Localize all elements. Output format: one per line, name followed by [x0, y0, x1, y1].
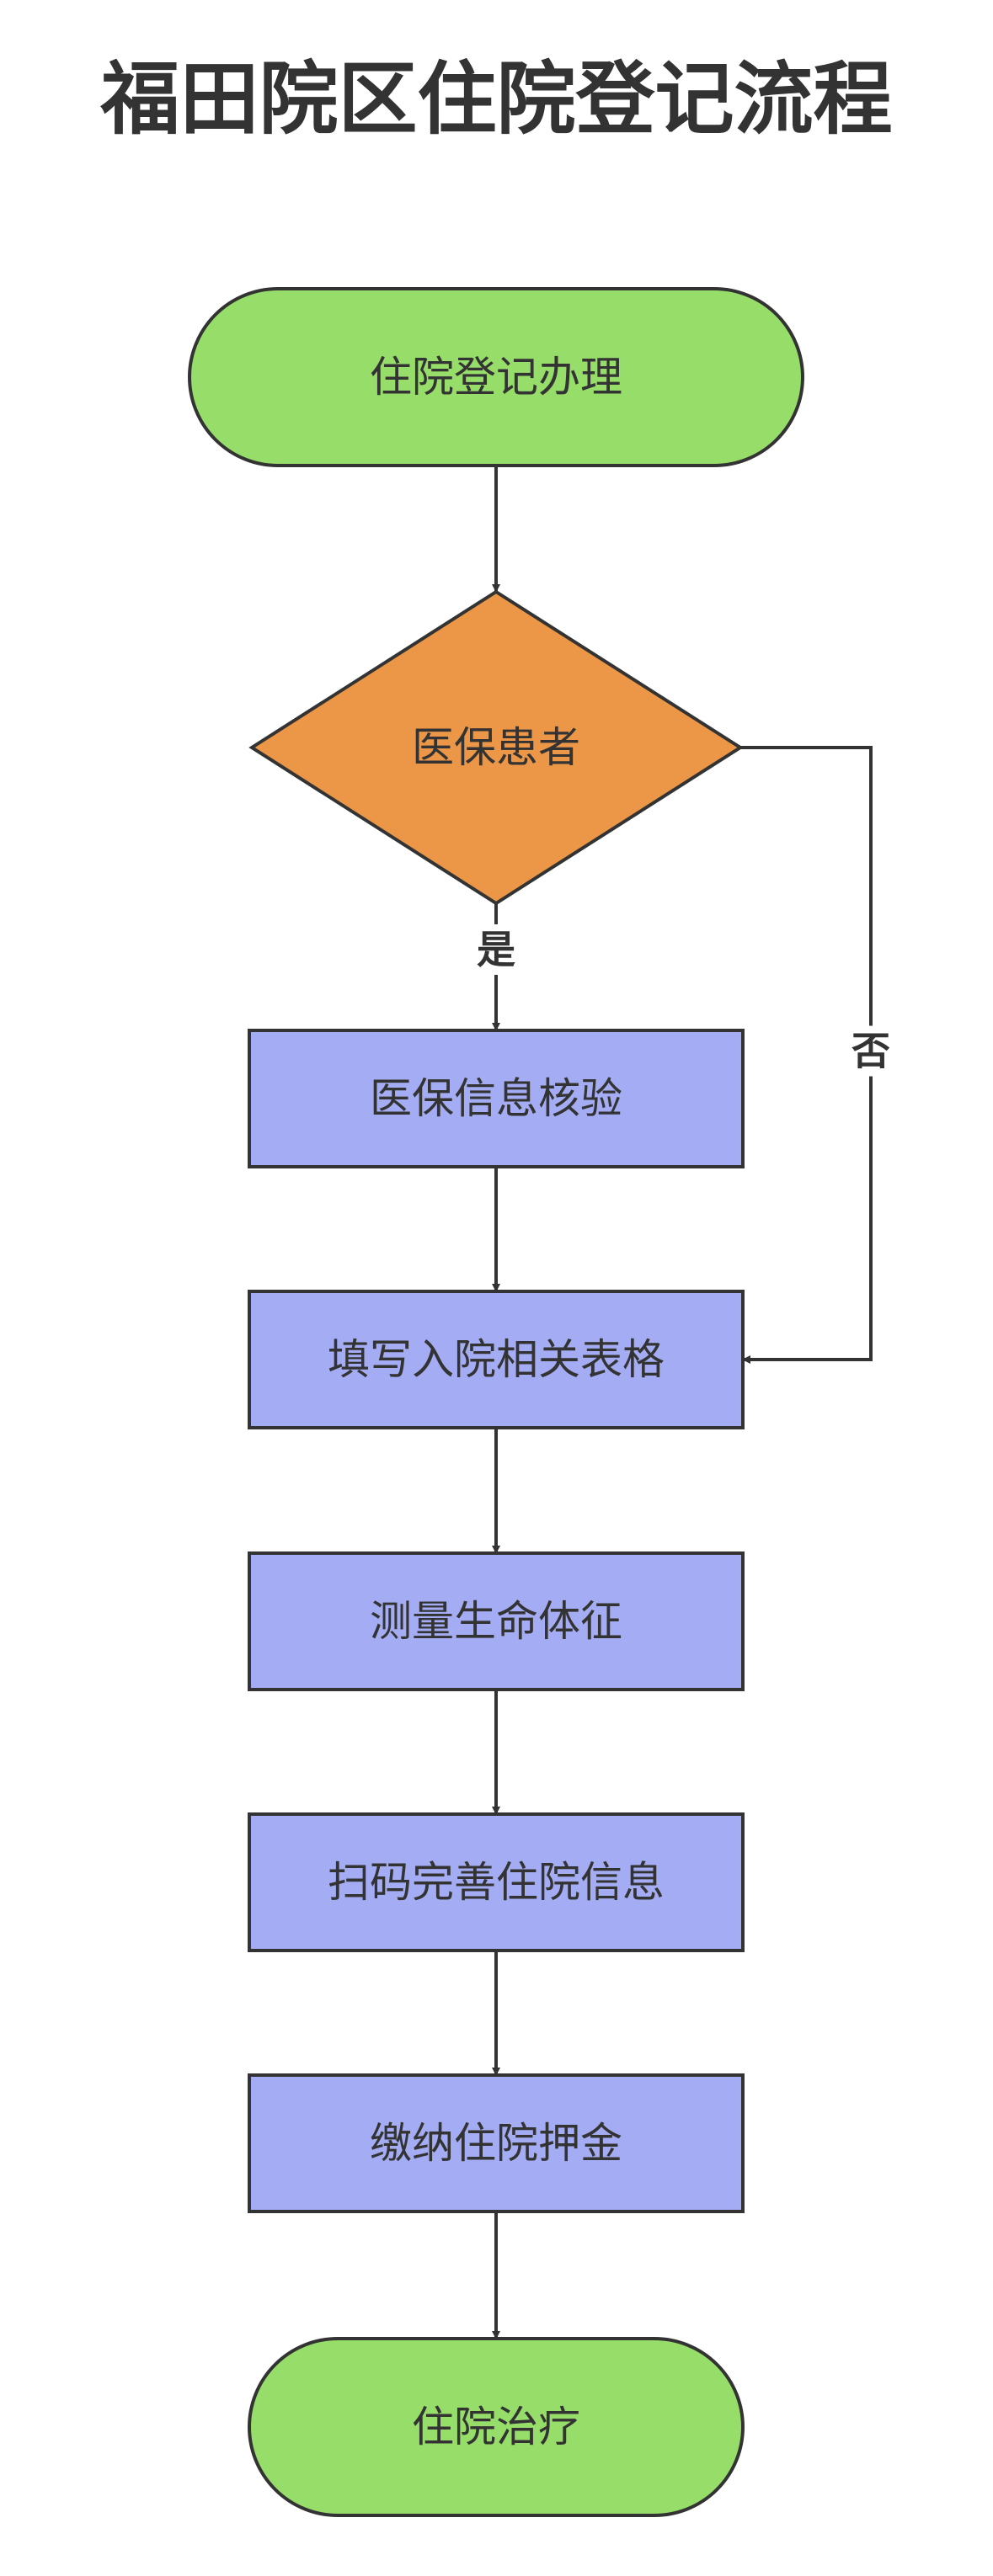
- terminal-shape: [248, 2337, 745, 2517]
- node-vitals: 测量生命体征: [248, 1551, 745, 1691]
- process-shape: [248, 1029, 745, 1168]
- node-treatment: 住院治疗: [248, 2337, 745, 2517]
- process-shape: [248, 2073, 745, 2213]
- process-shape: [248, 1551, 745, 1691]
- decision-shape: [248, 589, 744, 906]
- node-label: 缴纳住院押金: [370, 2119, 622, 2168]
- nodes-layer: 住院登记办理医保患者医保信息核验填写入院相关表格测量生命体征扫码完善住院信息缴纳…: [188, 287, 804, 2517]
- node-label: 医保患者: [412, 723, 580, 772]
- node-deposit: 缴纳住院押金: [248, 2073, 745, 2213]
- node-verify: 医保信息核验: [248, 1029, 745, 1168]
- edge-label-background: [846, 1025, 896, 1077]
- node-scan: 扫码完善住院信息: [248, 1812, 745, 1952]
- node-insured: 医保患者: [248, 589, 744, 906]
- edge-labels-layer: 是否: [471, 924, 896, 1077]
- page-title: 福田院区住院登记流程: [100, 54, 893, 146]
- node-label: 填写入院相关表格: [328, 1335, 665, 1384]
- node-label: 医保信息核验: [370, 1074, 622, 1123]
- edge-label: 否: [852, 1029, 890, 1074]
- node-label: 测量生命体征: [370, 1597, 622, 1646]
- terminal-shape: [188, 287, 804, 467]
- process-shape: [248, 1290, 745, 1429]
- node-label: 扫码完善住院信息: [328, 1858, 665, 1907]
- edge-label: 是: [477, 927, 515, 972]
- edge-label-background: [471, 924, 521, 975]
- node-forms: 填写入院相关表格: [248, 1290, 745, 1429]
- node-label: 住院治疗: [412, 2403, 580, 2451]
- process-shape: [248, 1812, 745, 1952]
- node-label: 住院登记办理: [370, 353, 622, 402]
- node-start: 住院登记办理: [188, 287, 804, 467]
